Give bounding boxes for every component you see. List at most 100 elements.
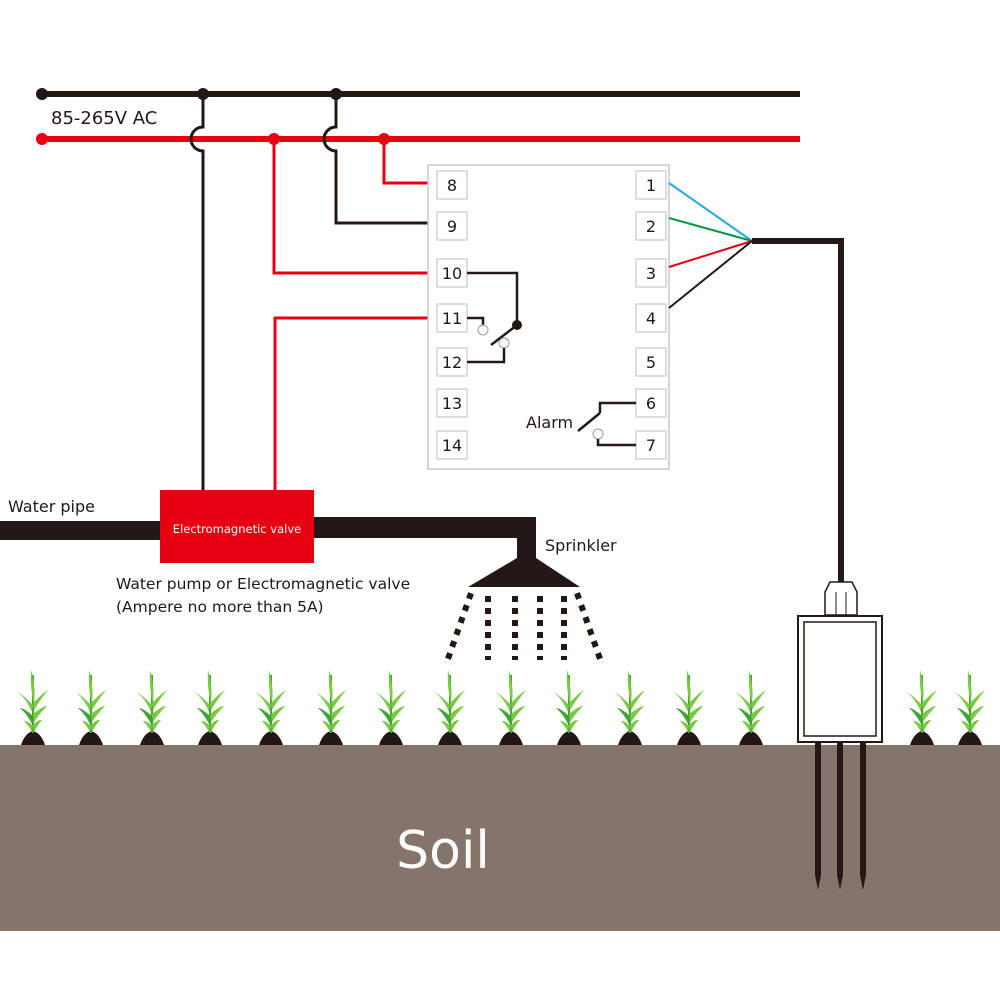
plant-leaf xyxy=(556,708,569,724)
plant-leaf xyxy=(331,706,345,722)
plant xyxy=(435,670,465,745)
plant-leaf xyxy=(909,708,922,724)
plant xyxy=(496,670,526,745)
terminal-box xyxy=(635,170,667,200)
plant-leaf xyxy=(447,670,452,702)
water-drop xyxy=(512,608,518,614)
plant-leaf xyxy=(152,706,166,722)
plant-leaf xyxy=(566,670,571,702)
plant-leaf xyxy=(738,708,751,724)
terminal-14: 14 xyxy=(436,430,468,460)
plant-leaf xyxy=(91,706,105,722)
water-drop xyxy=(582,616,591,624)
plant-leaf xyxy=(450,706,464,722)
plant-leaf xyxy=(18,692,33,712)
water-drop xyxy=(537,656,543,660)
sensor-wire-green xyxy=(668,217,753,242)
plant-leaf xyxy=(751,706,765,722)
soil-mound xyxy=(438,731,462,745)
plant-leaf xyxy=(382,720,391,732)
terminal-7: 7 xyxy=(635,430,667,460)
plant-leaf xyxy=(630,706,644,722)
soil-mound xyxy=(739,731,763,745)
terminal-2: 2 xyxy=(635,211,667,241)
terminal-11: 11 xyxy=(436,303,468,333)
electromagnetic-valve xyxy=(160,490,314,563)
sensor-wire-red xyxy=(668,240,753,268)
terminal-box xyxy=(436,211,468,241)
plant-leaf xyxy=(615,692,630,712)
plant-leaf xyxy=(674,692,689,712)
plant-leaf xyxy=(957,708,970,724)
water-pipe-left xyxy=(0,521,162,540)
terminal-box xyxy=(635,211,667,241)
plant-leaf xyxy=(450,719,459,732)
water-drop xyxy=(485,608,491,614)
terminal-box xyxy=(635,347,667,377)
plant-leaf xyxy=(751,690,766,710)
plant-leaf xyxy=(450,690,465,710)
water-drop xyxy=(512,596,518,602)
soil-moisture-sensor xyxy=(797,581,883,890)
terminal-number: 6 xyxy=(646,394,656,413)
water-drop xyxy=(512,644,518,650)
soil-label: Soil xyxy=(396,821,490,881)
plant-row xyxy=(18,670,985,745)
terminal-number: 5 xyxy=(646,353,656,372)
water-drop xyxy=(537,632,543,638)
plant xyxy=(674,670,704,745)
water-drop xyxy=(457,616,466,624)
plant xyxy=(376,670,406,745)
plant-leaf xyxy=(258,708,271,724)
plant-leaf xyxy=(922,690,937,710)
plant-leaf xyxy=(961,720,970,732)
plant-leaf xyxy=(271,719,280,732)
plant-leaf xyxy=(201,720,210,732)
plant xyxy=(955,670,985,745)
water-drop xyxy=(512,656,518,660)
terminal-box xyxy=(635,303,667,333)
terminal-number: 10 xyxy=(442,264,462,283)
soil-mound xyxy=(677,731,701,745)
water-drop xyxy=(586,628,595,636)
live-terminal-dot xyxy=(36,133,48,145)
plant-leaf xyxy=(91,690,106,710)
plant-leaf xyxy=(149,670,154,702)
terminal-number: 12 xyxy=(442,353,462,372)
plant xyxy=(137,670,167,745)
terminal-number: 7 xyxy=(646,436,656,455)
water-drop xyxy=(574,592,582,600)
plant-leaf xyxy=(967,670,972,702)
plant-leaf xyxy=(82,720,91,732)
terminal-number: 9 xyxy=(447,217,457,236)
plant-leaf xyxy=(508,670,513,702)
soil-mound xyxy=(499,731,523,745)
terminal-box xyxy=(635,258,667,288)
plant-leaf xyxy=(435,692,450,712)
plant-leaf xyxy=(751,719,760,732)
soil-mound xyxy=(140,731,164,745)
terminal-number: 13 xyxy=(442,394,462,413)
water-pipe-label: Water pipe xyxy=(8,497,95,516)
terminal-5: 5 xyxy=(635,347,667,377)
plant-leaf xyxy=(441,720,450,732)
plant-leaf xyxy=(970,706,984,722)
plant-leaf xyxy=(569,706,583,722)
plant-leaf xyxy=(686,670,691,702)
plant-leaf xyxy=(630,719,639,732)
relay-nc-contact xyxy=(477,324,489,336)
plant-leaf xyxy=(391,690,406,710)
terminal-number: 14 xyxy=(442,436,462,455)
soil-mound xyxy=(79,731,103,745)
water-drop xyxy=(461,604,470,612)
power-label: 85-265V AC xyxy=(51,108,157,129)
plant-leaf xyxy=(137,692,152,712)
sensor-housing-inner xyxy=(803,621,877,737)
plant-leaf xyxy=(210,690,225,710)
plant-leaf xyxy=(922,719,931,732)
plant-leaf xyxy=(152,719,161,732)
plant-leaf xyxy=(322,720,331,732)
plant-leaf xyxy=(78,708,91,724)
